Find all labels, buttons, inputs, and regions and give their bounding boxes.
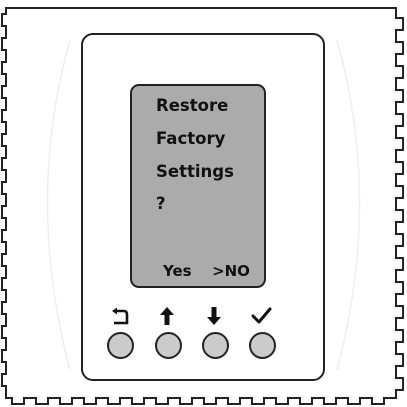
lcd-screen: Restore Factory Settings ? Yes >NO [130, 84, 266, 288]
screen-line-2: Factory [156, 129, 226, 148]
screen-line-3: Settings [156, 162, 234, 181]
screen-options: Yes >NO [163, 262, 250, 280]
decorative-arc-left [46, 39, 71, 371]
confirm-button[interactable] [249, 332, 276, 359]
checkmark-icon [251, 307, 272, 324]
back-icon [112, 307, 129, 325]
screen-line-4: ? [156, 194, 166, 213]
back-button[interactable] [107, 332, 134, 359]
arrow-up-icon [160, 307, 174, 325]
screen-line-1: Restore [156, 96, 229, 115]
arrow-down-icon [207, 307, 221, 325]
decorative-arc-right [336, 39, 361, 371]
up-button[interactable] [155, 332, 182, 359]
option-yes: Yes [163, 262, 192, 280]
down-button[interactable] [202, 332, 229, 359]
option-no-selected: >NO [212, 262, 250, 280]
